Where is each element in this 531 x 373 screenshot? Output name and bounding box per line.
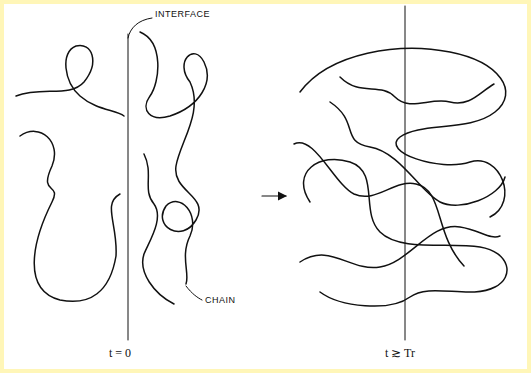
interface-label: INTERFACE [154,10,211,20]
polymer-chain [300,227,500,268]
polymer-chain [20,131,120,301]
time-label: t ≳ Tr [384,347,416,360]
interface-line [128,34,129,340]
time-arrow [262,195,286,196]
polymer-chain [143,154,174,304]
leader-line [186,286,202,300]
polymer-chain [304,159,507,306]
chain-label: CHAIN [204,296,237,306]
time-label: t = 0 [108,347,132,360]
polymer-chain [140,32,207,284]
interface-line [405,6,406,340]
polymer-chain [330,102,505,205]
figure-ground: INTERFACE CHAIN t = 0 t ≳ Tr [4,4,527,369]
chain-illustration [4,4,527,369]
polymer-chain [340,77,494,104]
polymer-chain [294,143,464,266]
polymer-chain [300,48,506,217]
leader-line [128,18,152,38]
polymer-chain [16,45,124,116]
